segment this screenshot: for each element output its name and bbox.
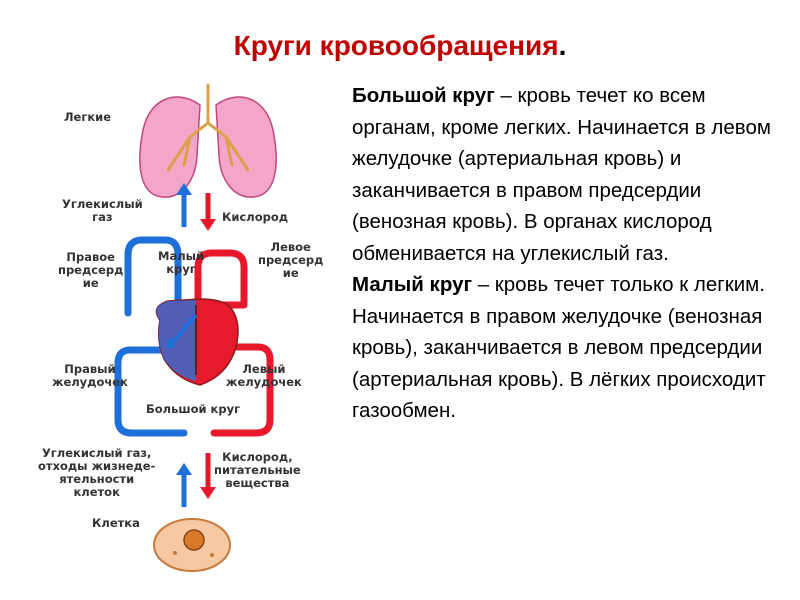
label-cell: Клетка (92, 516, 140, 530)
cell-exchange-arrows (176, 453, 216, 507)
label-left-ventricle: Левый желудочек (226, 362, 302, 389)
big-circle-paragraph: Большой круг – кровь течет ко всем орган… (352, 80, 772, 269)
title-dot: . (558, 30, 567, 61)
description-text: Большой круг – кровь течет ко всем орган… (352, 80, 772, 427)
label-lungs: Легкие (64, 110, 112, 124)
heart-illustration (155, 298, 239, 386)
page-title: Круги кровообращения. (0, 30, 800, 62)
label-right-ventricle: Правый желудочек (52, 362, 128, 389)
big-circle-desc: – кровь течет ко всем органам, кроме лег… (352, 84, 771, 265)
big-circle-vessels (114, 343, 274, 437)
lungs-illustration (139, 83, 277, 198)
small-circle-paragraph: Малый круг – кровь течет только к легким… (352, 269, 772, 427)
label-small-circle: Малый круг (158, 249, 205, 276)
label-big-circle: Большой круг (146, 402, 241, 416)
circulation-diagram: Легкие Углекислый газ Кислород Правое пр… (0, 75, 350, 600)
cell-illustration (153, 518, 231, 572)
label-oxygen-nutrients: Кислород, питательные вещества (214, 450, 301, 490)
small-circle-desc: – кровь течет только к легким. Начинаетс… (352, 273, 766, 422)
small-circle-term: Малый круг (352, 273, 473, 296)
lung-exchange-arrows (176, 183, 216, 231)
label-right-atrium: Правое предсерд ие (58, 250, 124, 290)
title-text: Круги кровообращения (233, 30, 559, 61)
label-co2-top: Углекислый газ (62, 197, 143, 224)
big-circle-term: Большой круг (352, 84, 495, 107)
label-left-atrium: Левое предсерд ие (258, 240, 324, 280)
label-co2-bottom: Углекислый газ, отходы жизнеде- ятельнос… (38, 446, 156, 499)
circulation-svg (114, 83, 277, 572)
label-oxygen: Кислород (222, 210, 289, 224)
small-circle-vessels (124, 236, 248, 349)
